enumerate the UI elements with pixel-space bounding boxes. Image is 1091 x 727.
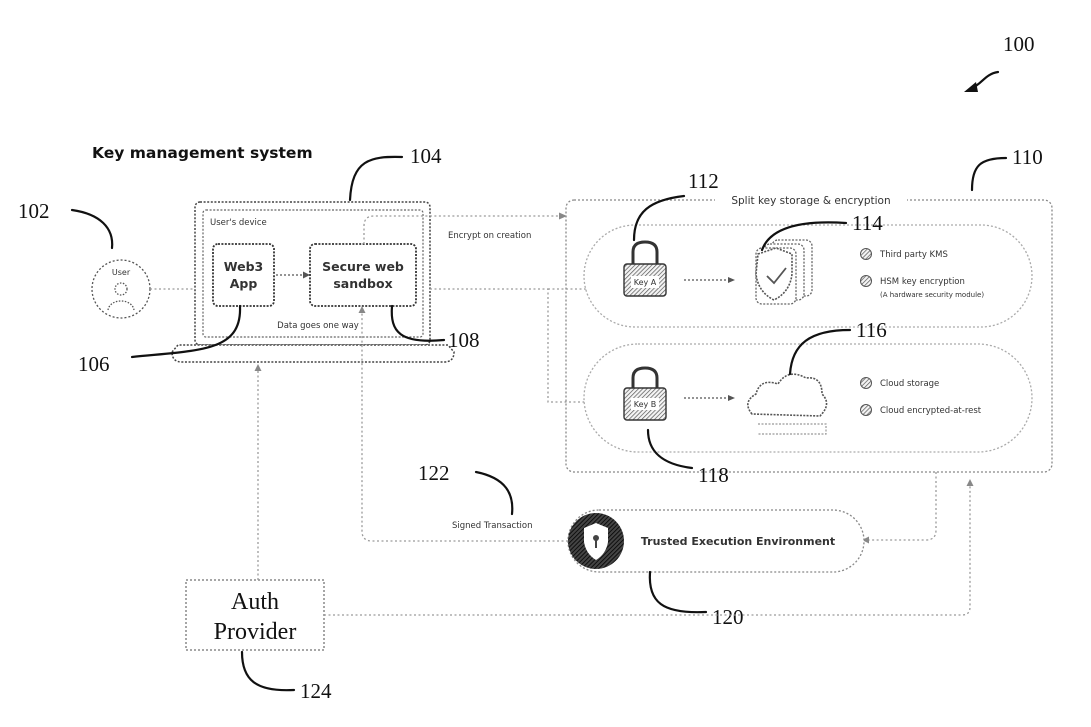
ref-110: 110: [1012, 145, 1043, 169]
user-node: User: [91, 259, 151, 319]
sandbox-label-line2: sandbox: [333, 276, 392, 291]
ref-108-leader: [390, 304, 446, 342]
storage-outer-box: [565, 199, 1053, 473]
ref-100: 100: [1003, 32, 1035, 56]
storage-to-tee-line: [866, 472, 937, 541]
auth-provider-box: [185, 579, 325, 651]
tee-node: Trusted Execution Environment: [567, 509, 865, 573]
web3-app-box: [212, 243, 275, 307]
ref-104-leader: [348, 155, 404, 202]
ref-104: 104: [410, 144, 442, 168]
ref-118: 118: [698, 463, 729, 487]
cloud-icon: [747, 373, 828, 435]
tee-label: Trusted Execution Environment: [641, 535, 835, 548]
ref-106-leader: [130, 304, 242, 359]
ref-102: 102: [18, 199, 50, 223]
sandbox-label-line1: Secure web: [322, 259, 404, 274]
web3-app-label-line2: App: [230, 276, 258, 291]
cloud-storage-label: Cloud storage: [880, 379, 939, 389]
ref-102-leader: [70, 208, 114, 250]
device-to-keyb-line: [430, 288, 590, 403]
ref-122: 122: [418, 461, 450, 485]
key-b-arrowhead: [728, 395, 735, 401]
ref-124: 124: [300, 679, 332, 703]
tee-keyhole-icon: [593, 535, 599, 541]
ref-110-leader: [970, 156, 1008, 192]
cloud-storage-bullet: [860, 377, 872, 389]
encrypt-arrowhead: [559, 212, 567, 220]
hsm-sublabel: (A hardware security module): [880, 291, 984, 299]
ref-100-arrowhead: [964, 82, 978, 92]
auth-to-storage-arrowhead: [966, 479, 974, 486]
auth-provider-line2: Provider: [214, 619, 297, 645]
key-a-lock-icon: [623, 240, 667, 297]
ref-112-leader: [632, 194, 686, 242]
auth-provider-line1: Auth: [231, 589, 279, 615]
hsm-label: HSM key encryption: [880, 277, 965, 287]
ref-112: 112: [688, 169, 719, 193]
ref-116: 116: [856, 318, 887, 342]
hsm-shield-icon: [755, 239, 813, 305]
ref-120: 120: [712, 605, 744, 629]
ref-120-leader: [648, 570, 708, 614]
storage-to-tee-arrowhead: [862, 536, 869, 544]
encrypt-line: [363, 215, 560, 244]
user-device-laptop: User's device Web3 App Secure web sandbo…: [171, 201, 455, 363]
key-b-lock-icon: [623, 366, 667, 421]
device-label: User's device: [210, 218, 267, 228]
third-party-kms-bullet: [860, 248, 872, 260]
secure-sandbox-box: [309, 243, 417, 307]
hsm-bullet: [860, 275, 872, 287]
auth-to-device-arrowhead: [254, 364, 262, 371]
ref-124-leader: [240, 650, 296, 692]
auth-to-storage-line: [324, 486, 971, 616]
key-a-arrowhead: [728, 277, 735, 283]
data-one-way-label: Data goes one way: [277, 321, 359, 331]
signed-transaction-line: [361, 312, 568, 542]
storage-title: Split key storage & encryption: [731, 195, 890, 207]
laptop-base: [171, 344, 455, 363]
web3-app-label-line1: Web3: [224, 259, 263, 274]
split-key-storage: Split key storage & encryption Key A Thi…: [565, 193, 1053, 473]
signed-transaction-arrowhead: [358, 306, 366, 313]
storage-title-bg: [715, 193, 907, 207]
ref-108: 108: [448, 328, 480, 352]
ref-106: 106: [78, 352, 110, 376]
app-to-sandbox-arrowhead: [303, 271, 310, 279]
ref-116-leader: [788, 328, 852, 376]
key-a-label: Key A: [634, 278, 657, 287]
ref-118-leader: [646, 428, 694, 470]
ref-114: 114: [852, 211, 883, 235]
user-icon: [107, 282, 135, 311]
ref-114-leader: [760, 221, 848, 252]
signed-transaction-label: Signed Transaction: [452, 521, 533, 531]
ref-122-leader: [474, 470, 514, 516]
cloud-encrypted-label: Cloud encrypted-at-rest: [880, 406, 982, 416]
cloud-encrypted-bullet: [860, 404, 872, 416]
third-party-kms-label: Third party KMS: [879, 250, 948, 260]
user-label: User: [112, 268, 131, 277]
key-b-label: Key B: [634, 400, 657, 409]
encrypt-label: Encrypt on creation: [448, 231, 531, 241]
diagram-title: Key management system: [92, 144, 313, 162]
